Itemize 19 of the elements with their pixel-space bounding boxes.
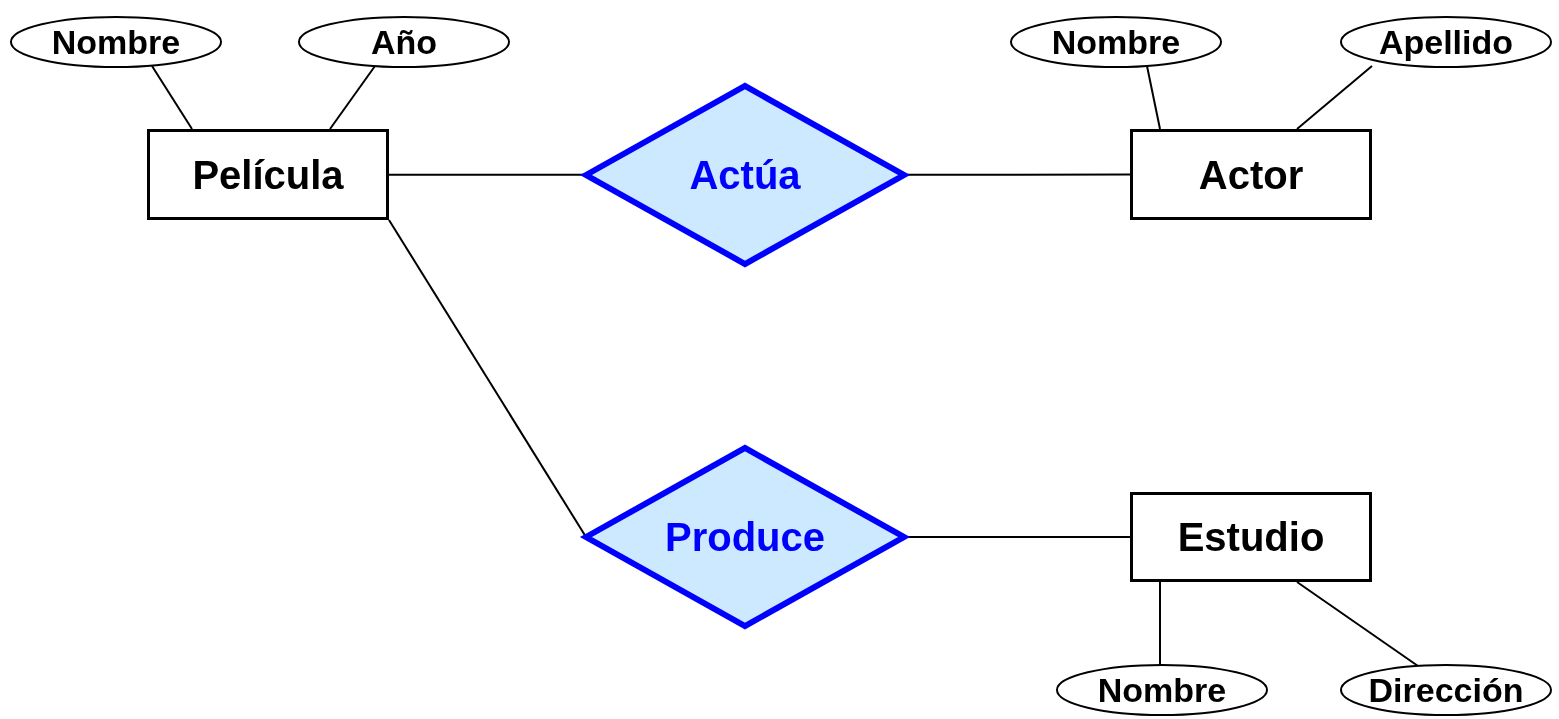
attribute-name: Dirección (1368, 673, 1524, 707)
connector-line (388, 219, 587, 538)
connector-line (1146, 65, 1161, 130)
relationship-name: Actúa (689, 155, 801, 195)
connector-line (1296, 65, 1373, 130)
entity-name: Película (192, 154, 344, 195)
entity-name: Estudio (1177, 517, 1325, 557)
relationship-name: Produce (664, 517, 825, 557)
connector-line (1296, 581, 1419, 667)
connector-line (329, 65, 376, 130)
connector-line (151, 65, 193, 130)
attribute-name: Apellido (1378, 25, 1514, 59)
connector-line (1159, 581, 1161, 666)
attribute-name: Nombre (1097, 673, 1227, 707)
attribute-name: Nombre (1051, 25, 1181, 59)
connector-line (906, 536, 1131, 538)
entity-name: Actor (1198, 154, 1304, 195)
attribute-name: Año (370, 25, 438, 59)
attribute-name: Nombre (51, 25, 181, 59)
